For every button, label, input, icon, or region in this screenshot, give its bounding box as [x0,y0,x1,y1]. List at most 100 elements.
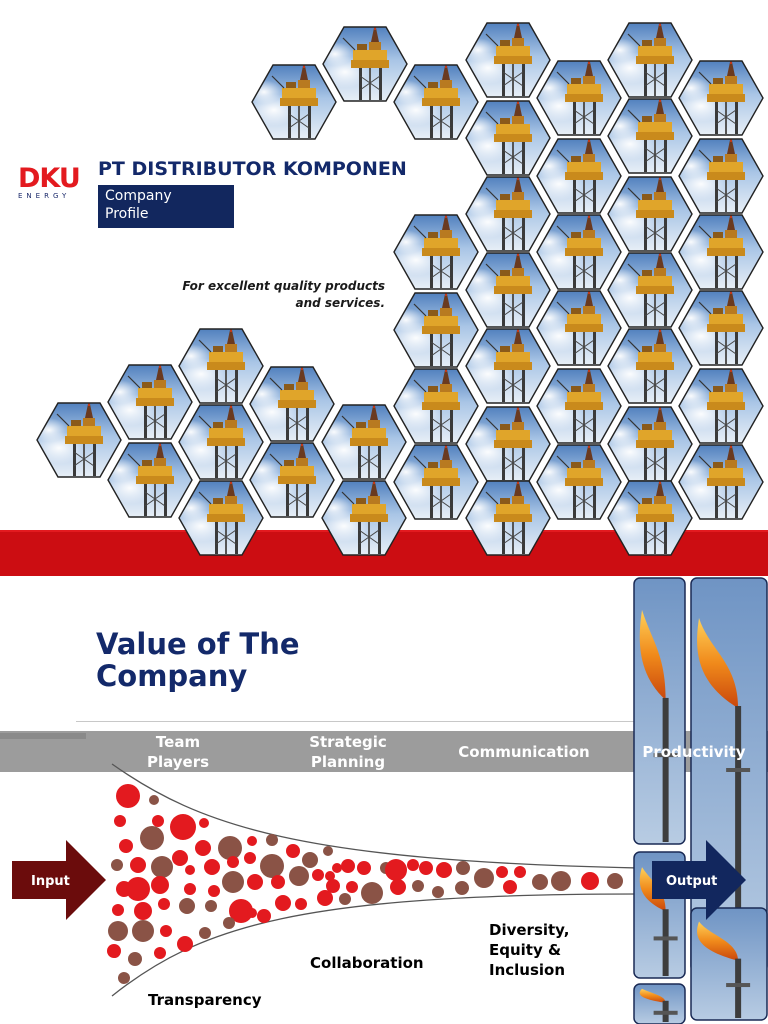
tagline-line-2: and services. [295,296,386,310]
hexagon-rig-tile [607,176,693,252]
funnel-dot [130,857,146,873]
hexagon-rig-tile [393,214,479,290]
funnel-dot [158,898,170,910]
funnel-dot [222,871,244,893]
funnel-dot [503,880,517,894]
diversity-line-2: Equity & [489,941,562,959]
values-band-shade [0,733,86,739]
funnel-dot [119,839,133,853]
hexagon-rig-tile [465,480,551,556]
title-line-1: Value of The [96,627,300,661]
hexagon-rig-tile [536,368,622,444]
funnel-dot [177,936,193,952]
funnel-dot [407,859,419,871]
funnel-dot [110,948,120,958]
hexagon-rig-tile [321,404,407,480]
hexagon-rig-tile [536,290,622,366]
funnel-dot [160,925,172,937]
hexagon-rig-tile [607,22,693,98]
funnel-dot [339,893,351,905]
hexagon-rig-tile [536,214,622,290]
hexagon-rig-tile [465,252,551,328]
funnel-dot [295,898,307,910]
funnel-dot [244,852,256,864]
company-name: PT DISTRIBUTOR KOMPONEN [98,158,407,180]
funnel-dot [199,818,209,828]
funnel-dot [205,900,217,912]
offshore-rig-hexagon-collage [36,22,764,556]
hexagon-rig-tile [678,214,764,290]
gas-flare-tile [690,907,768,1021]
funnel-dot [149,795,159,805]
funnel-dot [172,850,188,866]
funnel-dot [140,826,164,850]
input-arrow [12,840,106,920]
slide-title: Value of The Company [96,628,300,692]
hexagon-rig-tile [393,292,479,368]
value-strategic-planning: Strategic Planning [302,732,394,772]
hexagon-rig-tile [465,328,551,404]
value-transparency: Transparency [148,991,262,1009]
funnel-dot [112,904,124,916]
company-profile-box: Company Profile [98,185,234,228]
hexagon-rig-tile [465,100,551,176]
funnel-dot [390,879,406,895]
gas-flare-tile [633,577,686,845]
hexagon-rig-tile [107,364,193,440]
funnel-dot [432,886,444,898]
hexagon-rig-tile [678,60,764,136]
tagline-line-1: For excellent quality products [182,279,385,293]
hexagon-rig-tile [536,138,622,214]
funnel-dot [357,861,371,875]
funnel-dot [154,947,166,959]
funnel-dot [126,877,150,901]
funnel-dot [456,861,470,875]
funnel-dot [227,856,239,868]
hexagon-rig-tile [465,406,551,482]
hexagon-rig-tile [36,402,122,478]
funnel-dot [229,899,253,923]
title-divider [76,721,646,722]
strategic-line-2: Planning [310,753,386,771]
dku-energy-logo: DKU ENERGY [18,164,90,204]
funnel-dot [247,908,257,918]
logo-mark: DKU [18,163,81,194]
team-line-2: Players [146,753,210,771]
profile-line-2: Profile [105,206,149,222]
value-communication: Communication [458,743,590,761]
funnel-dot [266,834,278,846]
funnel-dots [107,784,623,984]
funnel-dot [195,840,211,856]
funnel-dot [581,872,599,890]
funnel-dot [532,874,548,890]
funnel-dot [332,863,342,873]
value-diversity-equity-inclusion: Diversity, Equity & Inclusion [489,920,570,980]
values-slide: Value of The Company Input Output [0,576,768,1024]
hexagon-rig-tile [465,22,551,98]
funnel-dot [286,844,300,858]
input-arrow-label: Input [31,874,70,889]
hexagon-rig-tile [465,176,551,252]
hexagon-rig-tile [536,444,622,520]
hexagon-rig-tile [107,442,193,518]
diversity-line-1: Diversity, [489,921,570,939]
funnel-dot [152,815,164,827]
hexagon-rig-tile [678,290,764,366]
hexagon-rig-tile [178,328,264,404]
value-team-players: Team Players [140,732,216,772]
funnel-dot [151,876,169,894]
funnel-dot [199,927,211,939]
funnel-bottom-curve [111,893,641,997]
funnel-dot [116,784,140,808]
funnel-dot [128,952,142,966]
funnel-dot [514,866,526,878]
hexagon-rig-tile [607,98,693,174]
funnel-dot [184,883,196,895]
hexagon-rig-tile [178,404,264,480]
value-collaboration: Collaboration [310,954,424,972]
hexagon-rig-tile [607,480,693,556]
funnel-dot [170,814,196,840]
output-arrow-label: Output [666,874,717,889]
funnel-dot [208,885,220,897]
value-funnel-diagram: Input [12,763,641,997]
